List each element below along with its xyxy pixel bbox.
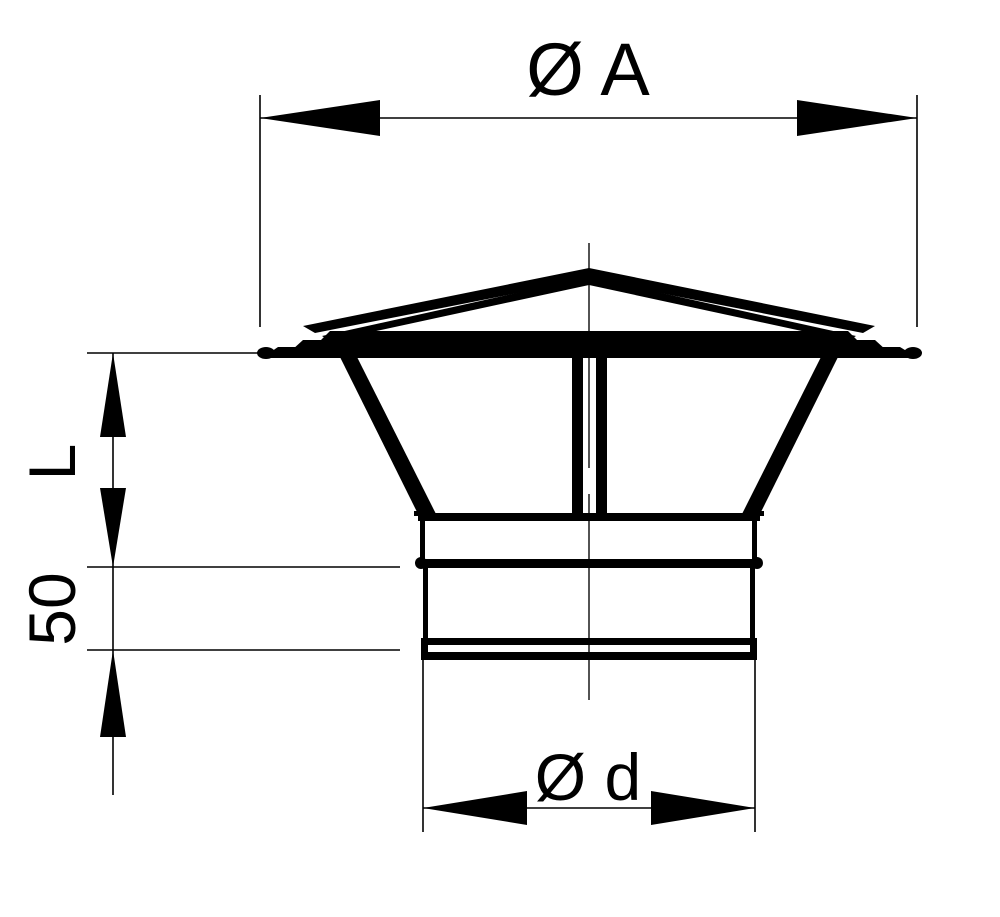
central-stem — [572, 336, 607, 518]
collar-wall-upper-left — [420, 518, 425, 562]
collar-wall-lower — [423, 568, 755, 644]
collar — [414, 511, 764, 660]
collar-bead-band — [418, 559, 760, 568]
collar-bottom-band-lower — [421, 652, 757, 660]
collar-hem-left — [421, 638, 428, 660]
arrowhead-l-top — [100, 353, 126, 437]
canopy-rim — [257, 331, 922, 359]
rain-cap-assembly — [257, 268, 922, 660]
brace-right — [741, 353, 840, 518]
collar-bead — [415, 557, 763, 569]
collar-bottom-hem — [421, 638, 757, 660]
support-braces — [338, 353, 840, 518]
canopy-cone — [303, 268, 875, 341]
collar-wall-upper-right — [752, 518, 757, 562]
arrowhead-d-right — [651, 791, 755, 825]
extension-lines — [87, 95, 918, 832]
rim-tip-left — [257, 347, 275, 359]
collar-wall-lower-left — [423, 568, 428, 644]
cone-inner-fold-left — [322, 277, 589, 341]
collar-bottom-band-upper — [423, 638, 755, 645]
label-diameter-d: Ø d — [535, 740, 641, 814]
dimension-arrowheads — [100, 100, 917, 825]
cone-slope-right — [589, 268, 875, 333]
label-diameter-a: Ø A — [526, 28, 650, 111]
collar-lip-right — [752, 511, 764, 516]
collar-bead-knob-left — [415, 557, 427, 569]
collar-hem-right — [750, 638, 757, 660]
arrowhead-d-left — [423, 791, 527, 825]
collar-top-edge — [418, 513, 760, 521]
collar-wall-upper — [420, 518, 757, 562]
arrowhead-a-left — [260, 100, 380, 136]
collar-wall-lower-right — [750, 568, 755, 644]
stem-right-bar — [596, 336, 607, 518]
label-height-l: L — [15, 444, 89, 481]
label-length-50: 50 — [15, 572, 89, 645]
dimension-lines — [112, 117, 917, 809]
rim-band-lower — [262, 347, 918, 358]
arrowhead-50-bottom — [100, 650, 126, 737]
cone-inner-fold-right — [589, 277, 856, 341]
cone-slope-left — [303, 268, 589, 333]
collar-top-lip — [414, 511, 764, 521]
arrowhead-l-bottom — [100, 488, 126, 567]
collar-lip-left — [414, 511, 426, 516]
stem-left-bar — [572, 336, 583, 518]
rim-tip-right — [904, 347, 922, 359]
collar-bead-knob-right — [751, 557, 763, 569]
rim-band-upper — [320, 331, 858, 341]
dimension-labels: Ø A Ø d L 50 — [15, 28, 650, 814]
arrowhead-a-right — [797, 100, 917, 136]
brace-left — [338, 353, 437, 518]
